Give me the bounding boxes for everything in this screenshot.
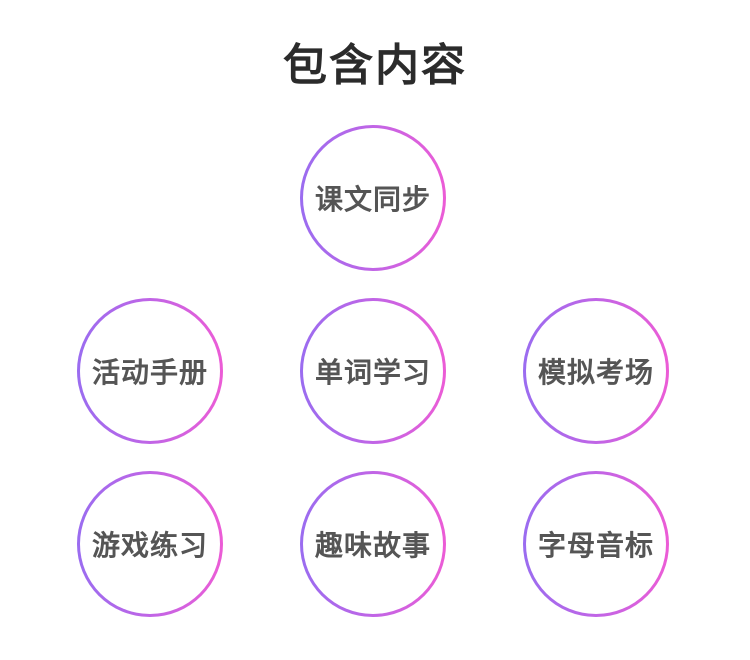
content-item-game-practice[interactable]: 游戏练习 <box>77 471 223 617</box>
content-item-label: 字母音标 <box>537 529 654 562</box>
content-item-label: 游戏练习 <box>91 529 208 562</box>
content-item-mock-exam[interactable]: 模拟考场 <box>523 298 669 444</box>
content-item-label: 模拟考场 <box>537 356 654 389</box>
content-item-activity-book[interactable]: 活动手册 <box>77 298 223 444</box>
page-title: 包含内容 <box>283 40 467 91</box>
content-item-fun-stories[interactable]: 趣味故事 <box>300 471 446 617</box>
content-item-label: 课文同步 <box>314 183 431 216</box>
content-item-label: 趣味故事 <box>314 529 431 562</box>
content-item-label: 活动手册 <box>91 356 208 389</box>
content-item-textbook-sync[interactable]: 课文同步 <box>300 125 446 271</box>
content-item-word-study[interactable]: 单词学习 <box>300 298 446 444</box>
content-item-label: 单词学习 <box>314 356 431 389</box>
content-item-alphabet-phonetics[interactable]: 字母音标 <box>523 471 669 617</box>
